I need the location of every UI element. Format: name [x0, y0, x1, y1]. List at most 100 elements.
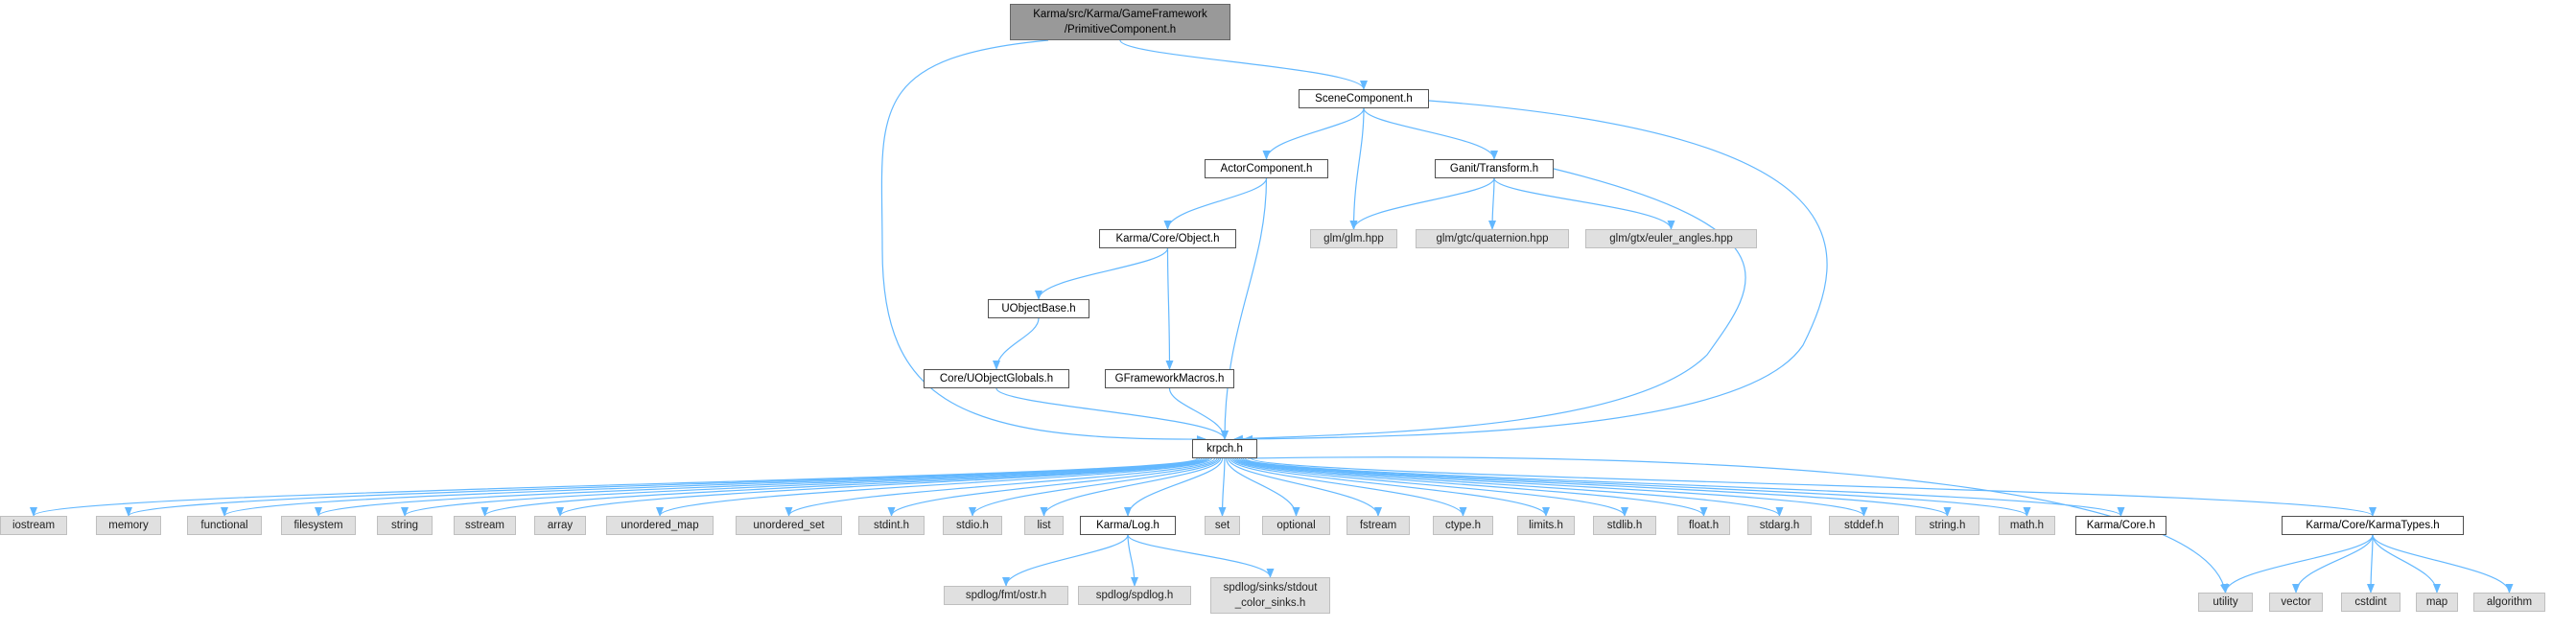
node-label: functional — [200, 520, 248, 531]
node-label: unordered_set — [753, 520, 825, 531]
edge-krpch-to-unordered-map — [656, 457, 1213, 517]
edge-scene-to-glm — [1349, 107, 1365, 230]
edge-karmatypes-to-utility — [2221, 534, 2374, 594]
node-label: filesystem — [293, 520, 343, 531]
edge-krpch-to-sstream — [480, 457, 1208, 517]
node-label: set — [1214, 520, 1230, 531]
node-scene[interactable]: SceneComponent.h — [1299, 89, 1429, 108]
node-core[interactable]: Karma/Core.h — [2075, 516, 2166, 535]
node-label: string.h — [1929, 520, 1966, 531]
node-label: memory — [108, 520, 149, 531]
edge-krpch-to-string — [401, 457, 1206, 517]
node-label: Karma/src/Karma/GameFramework — [1033, 9, 1207, 20]
node-float: float.h — [1677, 516, 1730, 535]
edge-krpch-to-log — [1124, 457, 1224, 517]
node-label: UObjectBase.h — [1001, 303, 1076, 314]
node-label: list — [1037, 520, 1051, 531]
node-iostream: iostream — [0, 516, 67, 535]
edge-krpch-to-filesystem — [315, 457, 1205, 517]
node-label: _color_sinks.h — [1234, 597, 1306, 609]
node-object[interactable]: Karma/Core/Object.h — [1099, 229, 1236, 248]
node-spdlog: spdlog/spdlog.h — [1078, 586, 1191, 605]
edge-krpch-to-set — [1218, 457, 1227, 517]
node-uobjglobals[interactable]: Core/UObjectGlobals.h — [924, 369, 1069, 388]
node-set: set — [1205, 516, 1240, 535]
edge-log-to-spdlog — [1127, 534, 1138, 587]
node-algorithm: algorithm — [2473, 593, 2545, 612]
node-label: glm/glm.hpp — [1323, 233, 1384, 245]
node-transform[interactable]: Ganit/Transform.h — [1435, 159, 1554, 178]
node-label: stdarg.h — [1759, 520, 1800, 531]
node-label: spdlog/spdlog.h — [1095, 590, 1174, 601]
edge-krpch-to-array — [556, 457, 1210, 517]
edge-transform-to-krpch — [1233, 168, 1746, 443]
node-label: array — [547, 520, 574, 531]
edge-scene-to-krpch — [1243, 100, 1828, 443]
node-glm: glm/glm.hpp — [1310, 229, 1397, 248]
node-label: limits.h — [1529, 520, 1563, 531]
node-label: Karma/Core/KarmaTypes.h — [2306, 520, 2440, 531]
node-gfmacros[interactable]: GFrameworkMacros.h — [1105, 369, 1234, 388]
node-euler: glm/gtx/euler_angles.hpp — [1585, 229, 1757, 248]
node-label: ActorComponent.h — [1220, 163, 1313, 175]
edge-krpch-to-stdlib — [1233, 457, 1628, 517]
node-label: glm/gtc/quaternion.hpp — [1436, 233, 1549, 245]
node-label: unordered_map — [621, 520, 699, 531]
edge-krpch-to-stdio — [969, 457, 1220, 517]
node-cstdint: cstdint — [2341, 593, 2400, 612]
edge-transform-to-quat — [1488, 177, 1497, 230]
edge-krpch-to-limits — [1231, 457, 1550, 517]
node-label: krpch.h — [1206, 443, 1243, 454]
node-fstream: fstream — [1347, 516, 1410, 535]
edge-actor-to-krpch — [1221, 177, 1268, 440]
node-label: Karma/Log.h — [1096, 520, 1159, 531]
edge-log-to-fmt — [1002, 534, 1129, 587]
node-unordered-set: unordered_set — [736, 516, 842, 535]
node-sinks: spdlog/sinks/stdout_color_sinks.h — [1210, 577, 1330, 614]
node-root[interactable]: Karma/src/Karma/GameFramework/PrimitiveC… — [1010, 4, 1230, 40]
node-log[interactable]: Karma/Log.h — [1080, 516, 1176, 535]
edge-uobjbase-to-uobjglobals — [993, 317, 1040, 370]
node-karmatypes[interactable]: Karma/Core/KarmaTypes.h — [2282, 516, 2464, 535]
node-label: iostream — [12, 520, 56, 531]
edge-scene-to-transform — [1363, 107, 1498, 160]
node-functional: functional — [187, 516, 262, 535]
edge-krpch-to-stdint — [887, 457, 1218, 517]
node-list: list — [1024, 516, 1064, 535]
node-label: Karma/Core.h — [2086, 520, 2156, 531]
edge-krpch-to-stddef — [1238, 457, 1868, 517]
node-filesystem: filesystem — [281, 516, 356, 535]
edge-krpch-to-float — [1234, 457, 1708, 517]
node-uobjbase[interactable]: UObjectBase.h — [988, 299, 1089, 318]
node-label: Core/UObjectGlobals.h — [939, 373, 1054, 384]
edge-uobjglobals-to-krpch — [995, 387, 1229, 440]
edge-krpch-to-utility — [1248, 456, 2228, 594]
node-label: fstream — [1359, 520, 1397, 531]
edge-karmatypes-to-algorithm — [2372, 534, 2514, 594]
edge-log-to-sinks — [1127, 534, 1275, 578]
edge-krpch-to-memory — [125, 457, 1201, 517]
node-stdio: stdio.h — [943, 516, 1002, 535]
edge-actor-to-object — [1163, 177, 1268, 230]
node-label: sstream — [465, 520, 504, 531]
node-label: vector — [2281, 596, 2311, 608]
node-unordered-map: unordered_map — [606, 516, 714, 535]
edge-krpch-to-fstream — [1228, 457, 1382, 517]
node-fmt: spdlog/fmt/ostr.h — [944, 586, 1068, 605]
edge-krpch-to-unordered-set — [785, 457, 1216, 517]
node-stdlib: stdlib.h — [1593, 516, 1656, 535]
edge-krpch-to-string-h — [1240, 457, 1952, 517]
node-stdint: stdint.h — [858, 516, 925, 535]
edge-krpch-to-stdarg — [1236, 457, 1784, 517]
node-label: string — [390, 520, 419, 531]
node-math: math.h — [1999, 516, 2055, 535]
node-vector: vector — [2269, 593, 2323, 612]
node-actor[interactable]: ActorComponent.h — [1205, 159, 1328, 178]
edge-root-to-scene — [1119, 39, 1368, 90]
node-label: glm/gtx/euler_angles.hpp — [1609, 233, 1733, 245]
edge-scene-to-actor — [1262, 107, 1365, 160]
node-label: GFrameworkMacros.h — [1114, 373, 1225, 384]
edge-gfmacros-to-krpch — [1168, 387, 1229, 440]
node-krpch[interactable]: krpch.h — [1192, 439, 1257, 458]
